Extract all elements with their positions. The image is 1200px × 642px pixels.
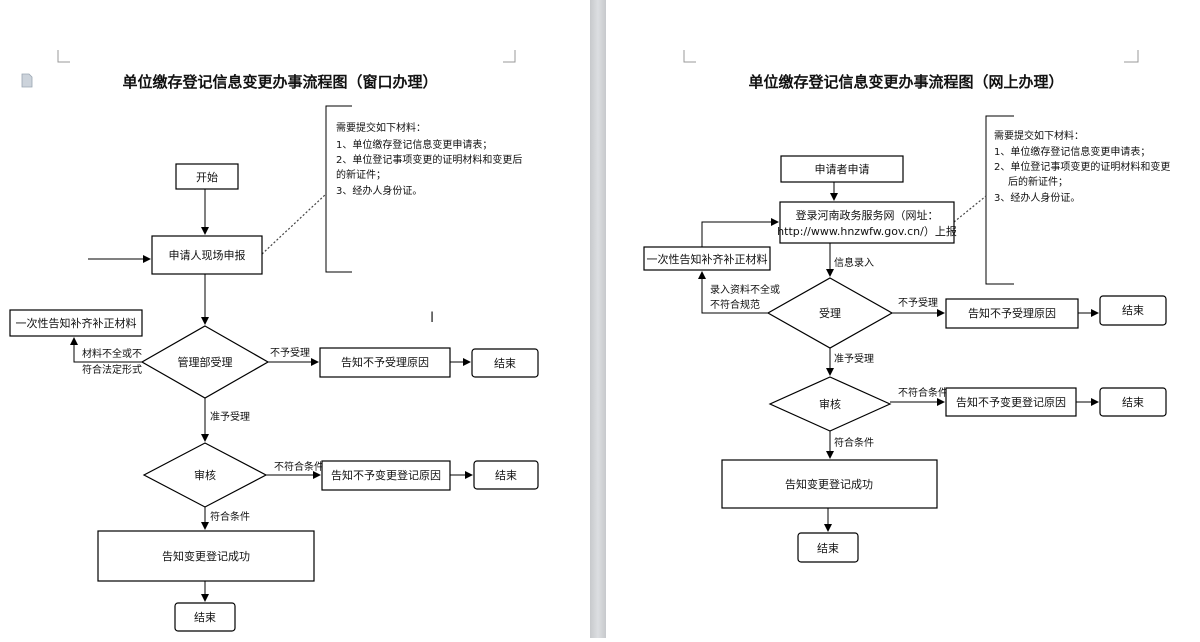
page-title: 单位缴存登记信息变更办事流程图（网上办理） — [748, 73, 1063, 91]
node-label: http://www.hnzwfw.gov.cn/）上报 — [777, 224, 957, 238]
corner-mark — [57, 50, 70, 63]
edge-label: 不予受理 — [898, 297, 938, 309]
node-end — [471, 348, 539, 378]
edge-label: 符合条件 — [210, 510, 250, 523]
node-label: 告知变更登记成功 — [785, 477, 873, 491]
node-end — [797, 532, 859, 563]
note-connector — [953, 195, 987, 223]
node-label: 审核 — [819, 397, 841, 411]
edge-label: 不符合条件 — [898, 386, 948, 399]
page-title: 单位缴存登记信息变更办事流程图（窗口办理） — [122, 73, 437, 91]
node-apply — [151, 235, 263, 275]
corner-mark — [683, 50, 696, 63]
edge-label: 不符合条件 — [274, 460, 324, 473]
node-success — [97, 530, 315, 582]
note-item: 2、单位登记事项变更的证明材料和变更 — [994, 160, 1170, 173]
node-label: 开始 — [196, 170, 218, 184]
note-item: 后的新证件； — [1008, 175, 1068, 188]
edge-label: 不予受理 — [270, 347, 310, 359]
node-label: 登录河南政务服务网（网址： — [796, 208, 939, 222]
node-label: 一次性告知补齐补正材料 — [647, 252, 768, 266]
flowchart-window: 单位缴存登记信息变更办事流程图（窗口办理） 需要提交如下材料： 1、单位缴存登记… — [9, 50, 539, 632]
edge-label: 材料不全或不 — [82, 347, 142, 360]
edge-label: 录入资料不全或 — [710, 283, 780, 296]
node-label: 审核 — [194, 468, 216, 482]
node-label: 申请人现场申报 — [169, 248, 246, 262]
page-gutter — [590, 0, 606, 638]
node-end — [473, 460, 539, 490]
node-label: 结束 — [1122, 304, 1144, 317]
note-heading: 需要提交如下材料： — [336, 121, 426, 134]
node-reject-notice — [319, 347, 451, 378]
note-item: 3、经办人身份证。 — [994, 191, 1080, 204]
edge-label: 符合条件 — [834, 436, 874, 449]
node-label: 结束 — [194, 611, 216, 624]
note-item: 1、单位缴存登记信息变更申请表； — [994, 145, 1150, 158]
edge-label: 不符合规范 — [710, 298, 760, 311]
node-success — [721, 459, 938, 509]
edge-label: 信息录入 — [834, 256, 874, 269]
node-start — [175, 163, 239, 190]
node-label: 结束 — [1122, 396, 1144, 409]
note-bracket — [985, 115, 1014, 285]
edge-label: 准予受理 — [210, 411, 250, 423]
page-online-process: 单位缴存登记信息变更办事流程图（网上办理） 需要提交如下材料： 1、单位缴存登记… — [606, 0, 1200, 638]
node-reject-notice — [945, 298, 1079, 329]
node-label: 告知变更登记成功 — [162, 549, 250, 563]
node-label: 管理部受理 — [178, 355, 233, 369]
node-fail-notice — [945, 387, 1077, 417]
document-icon — [21, 73, 33, 88]
node-applicant — [780, 155, 904, 183]
node-label: 告知不予变更登记原因 — [956, 395, 1066, 409]
edge-label: 符合法定形式 — [82, 363, 142, 376]
note-heading: 需要提交如下材料： — [994, 129, 1084, 142]
note-item: 的新证件； — [336, 168, 386, 181]
node-label: 一次性告知补齐补正材料 — [16, 316, 137, 330]
edge — [70, 337, 142, 363]
node-label: 结束 — [495, 469, 517, 482]
node-label: 告知不予受理原因 — [968, 306, 1056, 320]
node-label: 申请者申请 — [815, 163, 870, 176]
node-label: 结束 — [817, 542, 839, 555]
note-item: 1、单位缴存登记信息变更申请表； — [336, 138, 492, 151]
edge — [698, 271, 768, 314]
flowchart-online: 单位缴存登记信息变更办事流程图（网上办理） 需要提交如下材料： 1、单位缴存登记… — [643, 50, 1170, 563]
note-item: 2、单位登记事项变更的证明材料和变更后 — [336, 153, 522, 166]
node-end — [1099, 295, 1167, 326]
node-portal — [779, 201, 955, 244]
text-cursor-icon: I — [430, 310, 434, 326]
node-label: 受理 — [819, 307, 841, 320]
node-fail-notice — [321, 460, 451, 491]
node-supplement — [9, 309, 143, 337]
node-end — [1099, 387, 1167, 417]
node-label: 结束 — [494, 357, 516, 370]
note-connector — [261, 193, 327, 255]
edge-label: 准予受理 — [834, 353, 874, 365]
note-bracket — [325, 105, 352, 273]
page-window-process: 单位缴存登记信息变更办事流程图（窗口办理） 需要提交如下材料： 1、单位缴存登记… — [0, 0, 590, 638]
note-item: 3、经办人身份证。 — [336, 184, 422, 197]
node-label: 告知不予变更登记原因 — [331, 468, 441, 482]
corner-mark — [1124, 50, 1139, 63]
node-end — [174, 602, 236, 632]
node-label: 告知不予受理原因 — [341, 355, 429, 369]
edge — [701, 218, 779, 247]
node-supplement — [643, 246, 771, 271]
corner-mark — [503, 50, 516, 63]
